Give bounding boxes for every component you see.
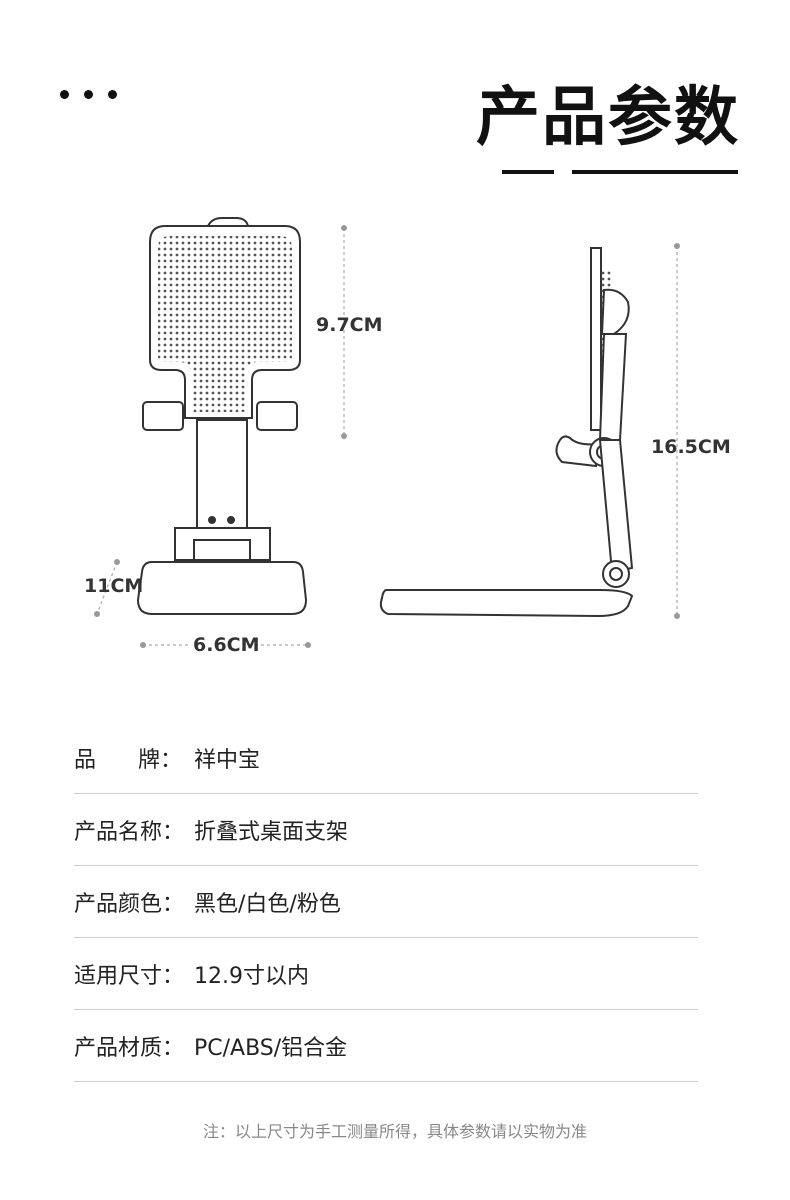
side-view xyxy=(379,247,634,618)
more-menu-dots xyxy=(60,90,117,99)
spec-value: PC/ABS/铝合金 xyxy=(194,1035,348,1061)
spec-row-size: 适用尺寸： 12.9寸以内 xyxy=(74,938,698,1010)
side-dimension-line xyxy=(674,243,680,619)
title-underline-short xyxy=(502,170,554,174)
dot xyxy=(84,90,93,99)
total-height-label: 16.5CM xyxy=(651,436,731,458)
spec-label: 品 牌： xyxy=(74,747,182,773)
spec-row-color: 产品颜色： 黑色/白色/粉色 xyxy=(74,866,698,938)
spec-label: 产品材质： xyxy=(74,1035,185,1061)
product-line-drawing xyxy=(94,217,680,648)
spec-label: 产品颜色： xyxy=(74,891,185,917)
dot xyxy=(60,90,69,99)
title-underline-long xyxy=(572,170,738,174)
dot xyxy=(108,90,117,99)
spec-value: 12.9寸以内 xyxy=(194,963,309,989)
front-dimension-lines xyxy=(94,225,347,648)
base-depth-label: 11CM xyxy=(84,575,144,597)
phone-holder-height-label: 9.7CM xyxy=(316,314,383,336)
spec-row-material: 产品材质： PC/ABS/铝合金 xyxy=(74,1010,698,1082)
spec-value: 折叠式桌面支架 xyxy=(194,819,349,845)
spec-value: 祥中宝 xyxy=(194,747,261,773)
spec-label: 适用尺寸： xyxy=(74,963,185,989)
spec-row-name: 产品名称： 折叠式桌面支架 xyxy=(74,794,698,866)
front-view xyxy=(136,217,308,615)
spec-row-brand: 品 牌： 祥中宝 xyxy=(74,722,698,794)
spec-label: 产品名称： xyxy=(74,819,185,845)
base-width-label: 6.6CM xyxy=(193,634,260,656)
page-title: 产品参数 xyxy=(476,81,740,155)
spec-table: 品 牌： 祥中宝 产品名称： 折叠式桌面支架 产品颜色： 黑色/白色/粉色 适用… xyxy=(74,722,698,1082)
spec-value: 黑色/白色/粉色 xyxy=(194,891,341,917)
footer-note: 注：以上尺寸为手工测量所得，具体参数请以实物为准 xyxy=(202,1122,587,1141)
